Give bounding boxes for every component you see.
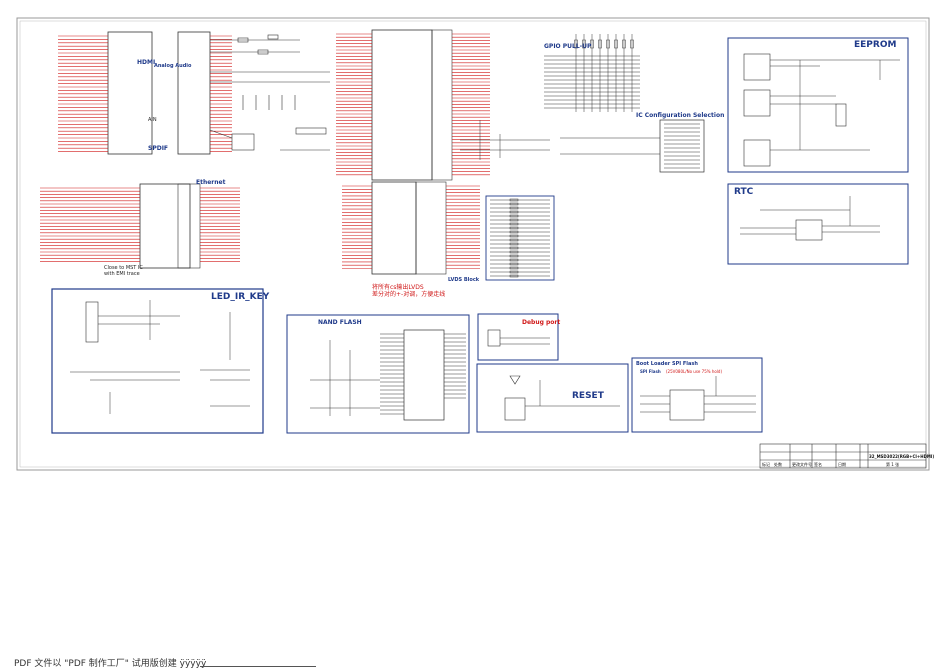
lvds-resistor — [509, 254, 519, 258]
rtc-title: RTC — [734, 187, 754, 197]
gpio-resistor — [582, 39, 586, 49]
pdf-watermark-text: PDF 文件以 "PDF 制作工厂" 试用版创建 ÿÿÿÿÿ — [14, 659, 207, 669]
spi-flash-block — [631, 357, 763, 433]
lvds-resistor — [509, 242, 519, 246]
lvds-resistor — [509, 246, 519, 250]
ethernet-block — [40, 183, 240, 269]
title-block-row-label: 更改文件号 — [792, 462, 812, 467]
gpio-resistor — [614, 39, 618, 49]
lvds-resistor — [509, 258, 519, 262]
debug-port-title: Debug port — [522, 319, 561, 326]
lvds-note-1: 将所有cs输出LVDS — [372, 284, 424, 291]
debug-port-block — [477, 313, 559, 361]
crystal-block — [209, 127, 330, 151]
lvds-resistor — [509, 226, 519, 230]
title-block-row-label: 处数 — [774, 462, 782, 467]
gpio-pullup-block — [544, 34, 640, 112]
ethernet-note-2: with EMI trace — [104, 271, 140, 277]
ain-label: AIN — [148, 117, 157, 123]
lvds-resistor — [509, 206, 519, 210]
hdmi-block — [58, 31, 232, 155]
center-nets — [460, 120, 550, 160]
lvds-resistor — [509, 218, 519, 222]
pwm-lvds-block — [342, 181, 480, 275]
lvds-resistor — [509, 274, 519, 278]
lvds-resistor — [509, 250, 519, 254]
reset-title: RESET — [572, 391, 604, 401]
title-block-page: 第 1 张 — [886, 462, 900, 467]
lvds-resistor — [509, 198, 519, 202]
footer-underline — [200, 666, 316, 667]
lvds-resistor — [509, 230, 519, 234]
led-ir-key-block — [51, 288, 264, 434]
title-block-row-label: 标记 — [762, 462, 770, 467]
gpio-resistor — [574, 39, 578, 49]
eeprom-block — [727, 37, 909, 173]
spi-flash-title: Boot Loader SPI Flash — [636, 361, 698, 367]
lvds-resistor — [509, 210, 519, 214]
lvds-block-label: LVDS Block — [448, 277, 480, 283]
lvds-resistor — [509, 270, 519, 274]
sheet-inner-border — [19, 20, 927, 468]
ic-config-title: IC Configuration Selection — [636, 112, 725, 119]
hdmi-label: HDMI — [137, 59, 156, 66]
audio-cap-cluster — [210, 34, 330, 110]
lvds-note-2: 差分对的+-对调，方便走线 — [372, 291, 446, 298]
lvds-resistor — [509, 266, 519, 270]
gpio-pullup-title: GPIO PULL-UP — [544, 43, 592, 50]
title-block-row-label: 签名 — [814, 462, 822, 467]
led-ir-key-title: LED_IR_KEY — [211, 292, 270, 302]
eeprom-title: EEPROM — [854, 40, 897, 50]
ethernet-title: Ethernet — [196, 179, 226, 186]
title-block-project: 32_MSD3022(RGB+CI+HDMI) — [869, 454, 935, 459]
lvds-resistor — [509, 262, 519, 266]
gpio-resistor — [598, 39, 602, 49]
ethernet-note-1: Close to MST IC — [104, 265, 143, 271]
gpio-resistor — [622, 39, 626, 49]
lvds-resistor-box — [485, 195, 555, 281]
sheet-border — [16, 17, 930, 471]
analog-audio-label: Analog Audio — [154, 63, 192, 69]
nand-flash-block — [286, 314, 470, 434]
gpio-resistor — [630, 39, 634, 49]
spi-flash-note: (25V080L/No use 75% hold) — [666, 369, 723, 374]
lvds-resistor — [509, 234, 519, 238]
lvds-resistor — [509, 202, 519, 206]
spdif-label: SPDIF — [148, 145, 169, 152]
ic-config-block — [560, 119, 705, 173]
lvds-resistor — [509, 238, 519, 242]
gpio-resistor — [590, 39, 594, 49]
spi-flash-subtitle: SPI Flash — [640, 369, 661, 374]
rtc-block — [727, 183, 909, 265]
title-block — [759, 443, 927, 469]
nand-flash-title: NAND FLASH — [318, 319, 362, 326]
lvds-resistor — [509, 222, 519, 226]
gpio-resistor — [606, 39, 610, 49]
reset-block — [476, 363, 629, 433]
lvds-resistor — [509, 214, 519, 218]
mcu-top-block — [336, 29, 490, 181]
title-block-row-label: 日期 — [838, 462, 846, 467]
